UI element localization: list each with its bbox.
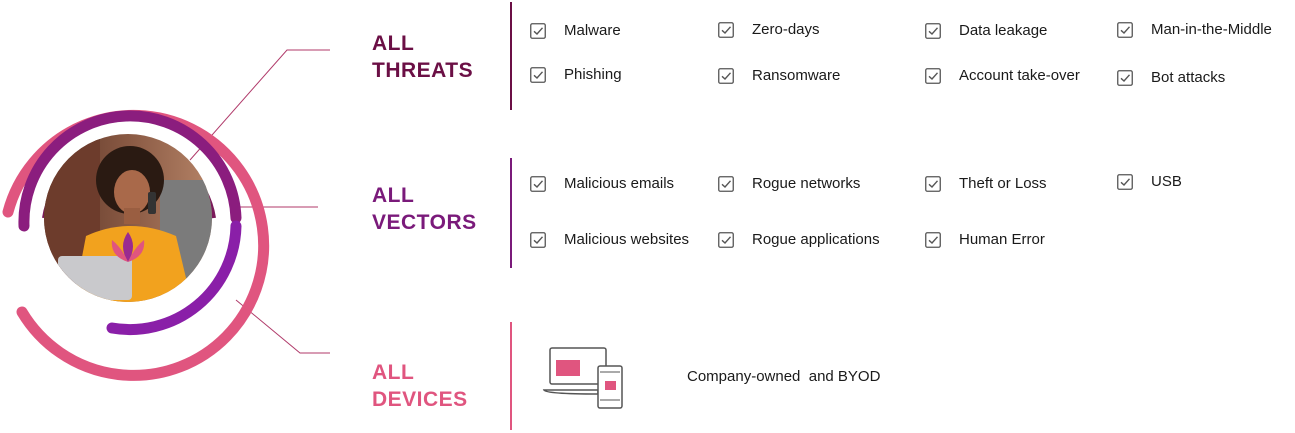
threat-item: Data leakage <box>925 22 1047 39</box>
checkbox-checked-icon <box>1117 69 1133 86</box>
separator-threats <box>510 2 512 110</box>
threat-item: Zero-days <box>718 21 820 38</box>
section-title-threats: ALL THREATS <box>372 32 474 82</box>
checkbox-checked-icon <box>925 22 941 39</box>
vector-item: Malicious emails <box>530 175 674 192</box>
checkbox-checked-icon <box>925 231 941 248</box>
separator-vectors <box>510 158 512 268</box>
lotus-logo <box>111 232 145 262</box>
threat-item: Man-in-the-Middle <box>1117 21 1272 38</box>
devices-description: Company-owned and BYOD <box>687 368 881 385</box>
threat-item: Bot attacks <box>1117 69 1225 86</box>
checkbox-checked-icon <box>718 21 734 38</box>
threat-item: Ransomware <box>718 67 840 84</box>
middle-arc <box>18 110 242 232</box>
section-title-vectors: ALL VECTORS <box>372 184 477 234</box>
portrait-image <box>44 134 212 302</box>
threat-item: Phishing <box>530 66 622 83</box>
vector-item: Rogue applications <box>718 231 880 248</box>
middle-arc-lower <box>106 220 242 336</box>
separator-devices <box>510 322 512 430</box>
checkbox-checked-icon <box>925 175 941 192</box>
vector-item: Human Error <box>925 231 1045 248</box>
vector-item: Malicious websites <box>530 231 689 248</box>
checkbox-checked-icon <box>530 66 546 83</box>
checkbox-checked-icon <box>1117 173 1133 190</box>
checkbox-checked-icon <box>530 175 546 192</box>
laptop-phone-icon <box>542 347 623 409</box>
vector-item: USB <box>1117 173 1182 190</box>
threat-item: Account take-over <box>925 67 1080 84</box>
checkbox-checked-icon <box>530 22 546 39</box>
section-title-devices: ALL DEVICES <box>372 361 468 411</box>
checkbox-checked-icon <box>718 175 734 192</box>
checkbox-checked-icon <box>530 231 546 248</box>
checkbox-checked-icon <box>925 67 941 84</box>
vector-item: Theft or Loss <box>925 175 1047 192</box>
vector-item: Rogue networks <box>718 175 860 192</box>
hero-graphic <box>2 49 330 381</box>
checkbox-checked-icon <box>718 231 734 248</box>
checkbox-checked-icon <box>718 67 734 84</box>
checkbox-checked-icon <box>1117 21 1133 38</box>
threat-item: Malware <box>530 22 621 39</box>
